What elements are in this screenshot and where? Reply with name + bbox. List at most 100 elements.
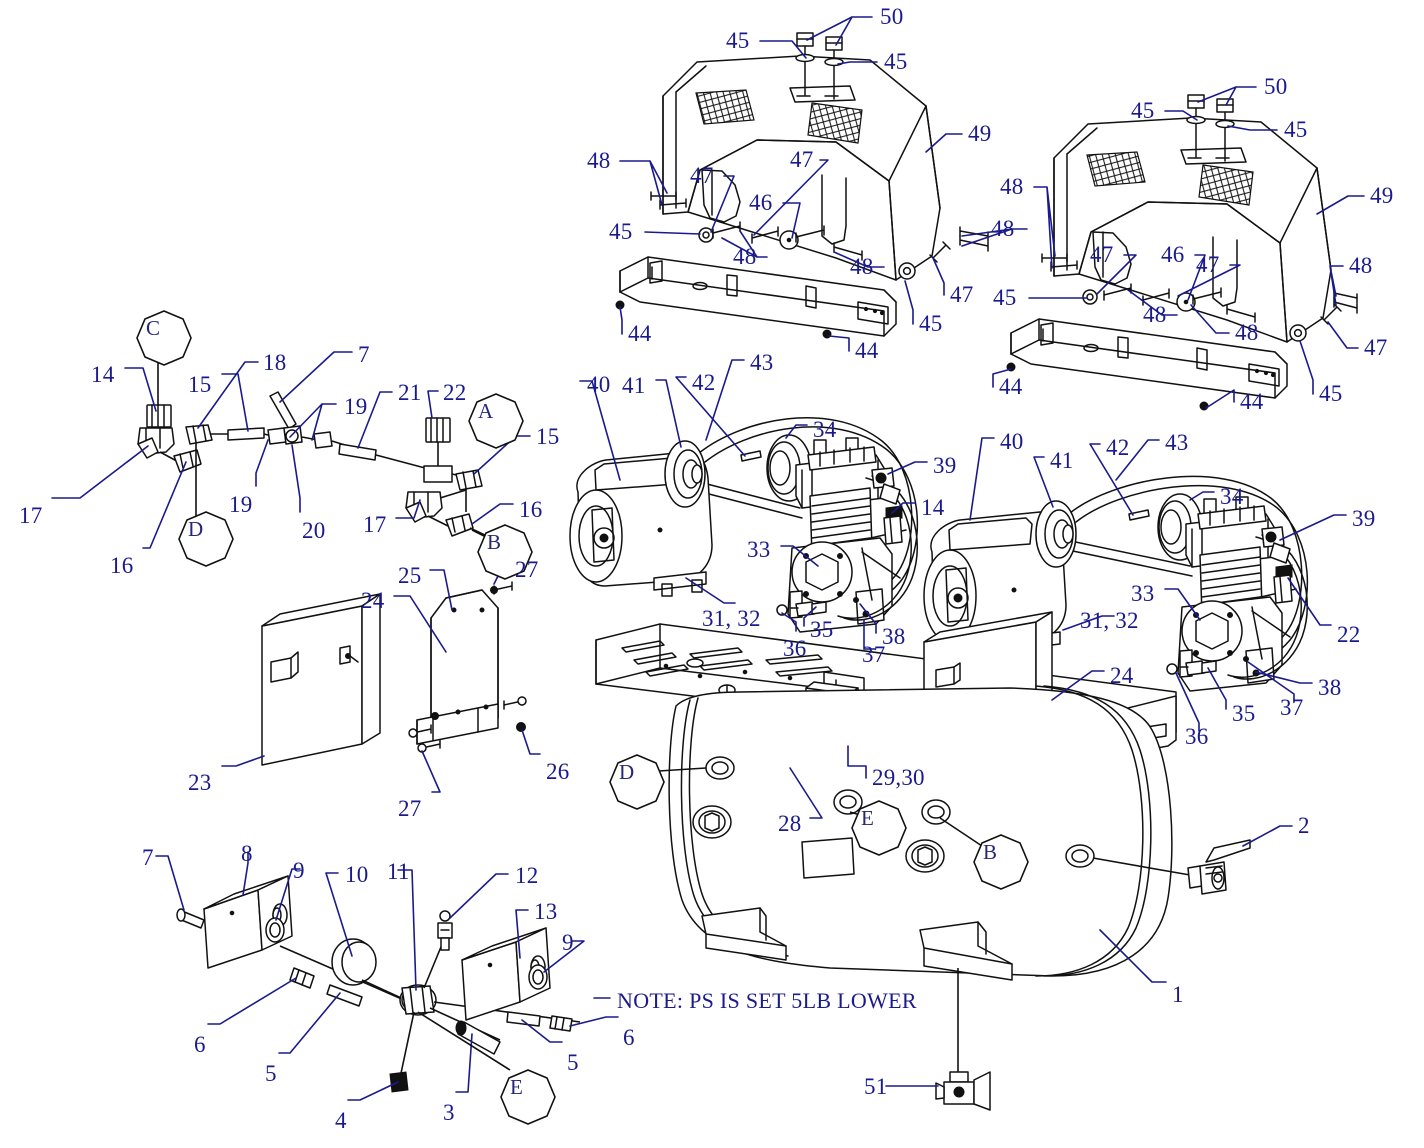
- upper-tubing-assembly: [137, 334, 490, 538]
- callout-18: 18: [263, 350, 287, 375]
- balloon-a-upper: A: [478, 399, 494, 423]
- fitting-19-b: [313, 431, 333, 449]
- fitting-6-right: [549, 1015, 573, 1032]
- callout-44-right-a: 44: [999, 374, 1023, 399]
- callout-49-right: 49: [1370, 183, 1394, 208]
- callout-12: 12: [515, 863, 539, 888]
- tee-11: [399, 984, 437, 1016]
- tube-18: [227, 427, 265, 441]
- callout-7-tube: 7: [358, 342, 370, 367]
- tank-bung-left: [692, 805, 732, 839]
- callout-45-right-d: 45: [1319, 381, 1343, 406]
- callout-37-left: 37: [862, 642, 886, 667]
- fitting-19-a: [267, 427, 287, 445]
- callout-15-b: 15: [536, 424, 560, 449]
- pump-right: [1166, 496, 1309, 692]
- tube-21: [338, 443, 377, 461]
- motor-pump-assembly-left: [569, 416, 919, 633]
- balloon-d-tank: D: [619, 760, 635, 784]
- callout-24-bracket: 24: [361, 588, 385, 613]
- callout-9-b: 9: [562, 930, 574, 955]
- callout-40-left: 40: [587, 372, 611, 397]
- callout-25: 25: [398, 563, 422, 588]
- fitting-16-right: [445, 513, 474, 537]
- relief-valve-12: [423, 910, 453, 989]
- fitting-6-left: [289, 967, 315, 989]
- callout-6-a: 6: [194, 1032, 206, 1057]
- callout-28: 28: [778, 811, 802, 836]
- drain-valve-51: [935, 1071, 991, 1111]
- callout-16-b: 16: [519, 497, 543, 522]
- callout-6-b: 6: [623, 1025, 635, 1050]
- callout-45-right-c: 45: [993, 285, 1017, 310]
- callout-41-right: 41: [1050, 448, 1074, 473]
- callout-38-right: 38: [1318, 675, 1342, 700]
- pipe-3: [429, 1007, 501, 1055]
- callout-5-b: 5: [567, 1050, 579, 1075]
- balloon-d-upper: D: [188, 517, 204, 541]
- tee-15-right: [455, 469, 483, 491]
- hardware-left-guard: [615, 191, 989, 339]
- callout-31-32-left: 31, 32: [702, 606, 761, 631]
- callout-10: 10: [345, 862, 369, 887]
- callout-36-left: 36: [783, 636, 807, 661]
- pump-left: [776, 437, 919, 633]
- callout-31-32-right: 31, 32: [1080, 608, 1139, 633]
- callout-48-right-c: 48: [1143, 302, 1167, 327]
- callout-44-left-a: 44: [628, 321, 652, 346]
- callout-17-b: 17: [363, 512, 387, 537]
- callout-46-left: 46: [749, 190, 773, 215]
- callout-39-right: 39: [1352, 506, 1376, 531]
- fitting-16-lower: [173, 449, 202, 473]
- callout-50-right: 50: [1264, 74, 1288, 99]
- callout-47-left-b: 47: [790, 147, 814, 172]
- callout-7-low: 7: [142, 845, 154, 870]
- callout-37-right: 37: [1280, 695, 1304, 720]
- callout-41-left: 41: [622, 373, 646, 398]
- callout-21: 21: [398, 380, 422, 405]
- callout-20: 20: [302, 518, 326, 543]
- valve-7-upper: [269, 391, 303, 445]
- bolt-50-d: [1215, 98, 1235, 162]
- diagram-note: NOTE: PS IS SET 5LB LOWER: [617, 988, 917, 1013]
- balloon-c-upper: C: [146, 316, 161, 340]
- callout-36-right: 36: [1185, 724, 1209, 749]
- fitting-14: [146, 404, 172, 428]
- callout-48-right-a: 48: [1000, 174, 1024, 199]
- callout-43-left: 43: [750, 350, 774, 375]
- callout-9-a: 9: [293, 858, 305, 883]
- callout-47-right-b: 47: [1196, 252, 1220, 277]
- callout-35-right: 35: [1232, 701, 1256, 726]
- callout-27-a: 27: [515, 557, 539, 582]
- callout-19-b: 19: [229, 492, 253, 517]
- callout-44-left-b: 44: [855, 338, 879, 363]
- control-box-23: [261, 593, 381, 766]
- callout-33-right: 33: [1131, 581, 1155, 606]
- callout-45-left-a: 45: [726, 28, 750, 53]
- callout-48-left-a: 48: [587, 148, 611, 173]
- tank-bung-mid: [905, 839, 945, 873]
- callout-48-left-d: 48: [991, 216, 1015, 241]
- bolt-50-b: [824, 36, 844, 100]
- belt-guard-assembly-left: [615, 32, 989, 339]
- tee-15-left: [185, 424, 213, 445]
- callout-17-a: 17: [19, 503, 43, 528]
- callout-48-left-c: 48: [850, 254, 874, 279]
- callout-16-a: 16: [110, 553, 134, 578]
- callout-47-left-c: 47: [950, 282, 974, 307]
- callout-51: 51: [864, 1074, 888, 1099]
- callout-47-right-c: 47: [1364, 335, 1388, 360]
- callout-11: 11: [387, 859, 410, 884]
- air-tank-1: [668, 685, 1251, 1111]
- mounting-bracket-24: [408, 581, 527, 753]
- callout-27-b: 27: [398, 796, 422, 821]
- callout-4: 4: [335, 1108, 347, 1133]
- balloon-b-upper: B: [487, 530, 502, 554]
- callout-24-right: 24: [1110, 663, 1134, 688]
- callout-5-a: 5: [265, 1061, 277, 1086]
- callout-38-left: 38: [882, 624, 906, 649]
- callout-50-left: 50: [880, 4, 904, 29]
- callout-44-right-b: 44: [1240, 389, 1264, 414]
